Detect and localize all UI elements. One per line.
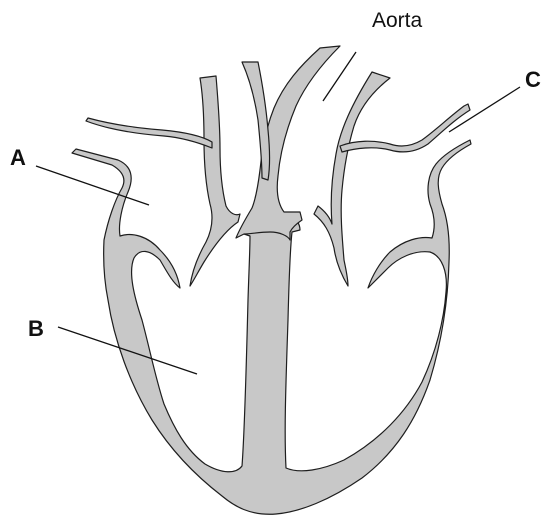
label-a: A bbox=[10, 145, 26, 170]
pulmonary-artery-stem bbox=[242, 62, 270, 180]
label-b: B bbox=[28, 316, 44, 341]
label-aorta: Aorta bbox=[372, 9, 423, 32]
vena-cava bbox=[190, 76, 240, 286]
leader-a bbox=[36, 166, 149, 205]
aortic-branch-right bbox=[314, 72, 390, 286]
label-c: C bbox=[525, 67, 541, 92]
pulmonary-vein-left bbox=[86, 118, 212, 148]
